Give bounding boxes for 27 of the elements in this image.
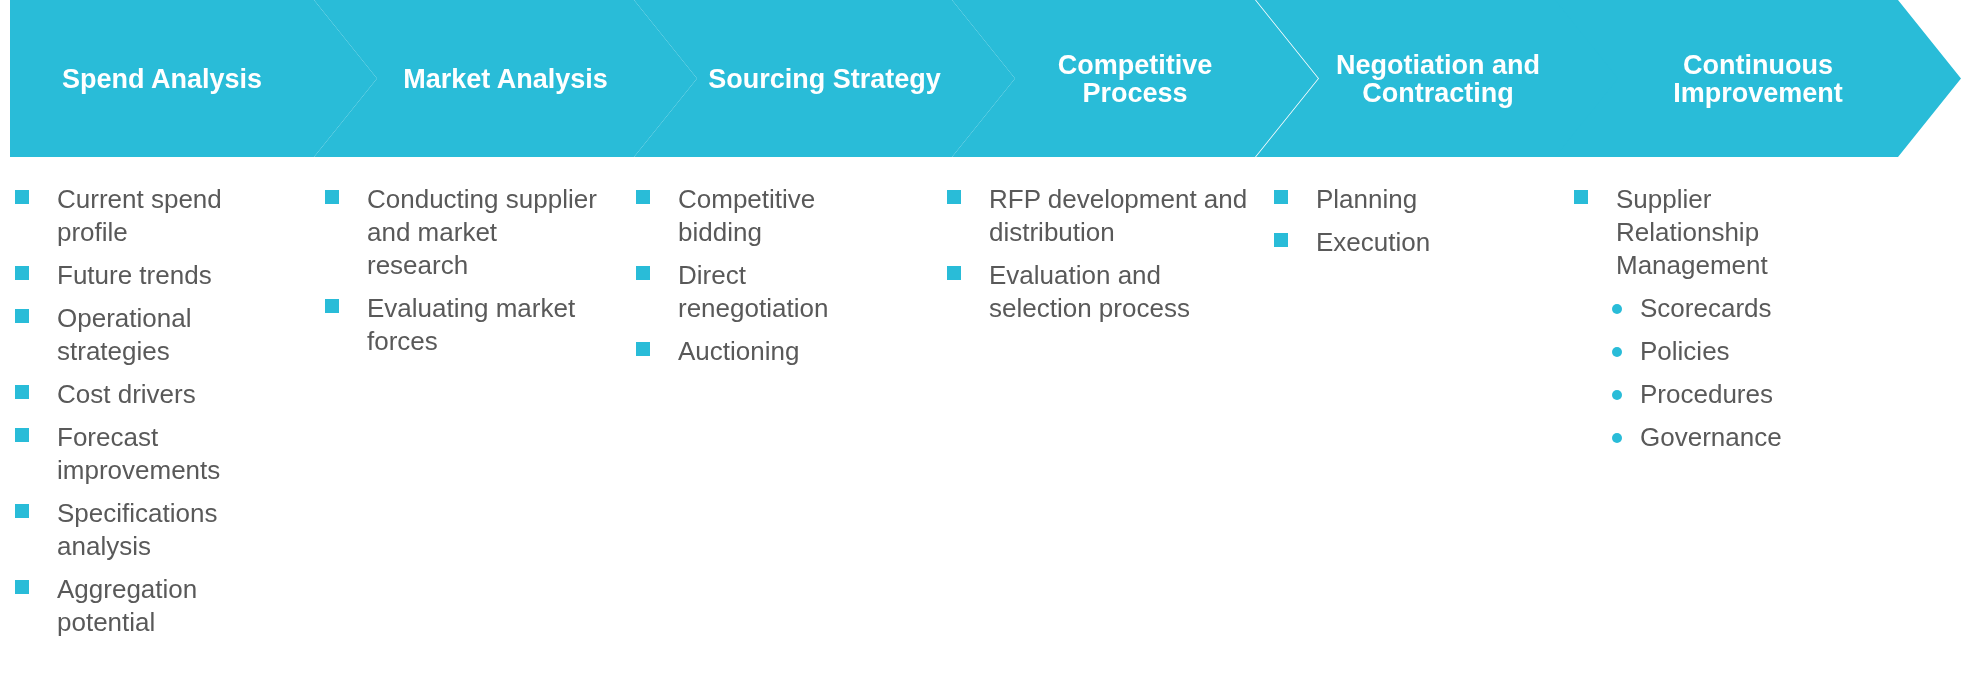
bullet-text: Supplier Relationship Management [1616,183,1769,282]
step-title: Negotiation and Contracting [1335,50,1541,107]
bullet-text: RFP development and distribution [989,183,1249,249]
bullet-text: Current spend profile [57,183,223,249]
bullet-text: Aggregation potential [57,573,199,639]
bullet-text: Conducting supplier and market research [367,183,598,282]
bullet-text: Direct renegotiation [678,259,830,325]
bullet-text: Execution [1316,226,1432,259]
step-title: Market Analysis [403,64,608,93]
step-title: Competitive Process [1056,50,1214,107]
bullet-text: Procedures [1640,378,1774,411]
bullet-text: Cost drivers [57,378,197,411]
step-title: Spend Analysis [61,64,263,93]
bullet-text: Planning [1316,183,1419,216]
bullet-text: Policies [1640,335,1731,368]
bullet-text: Forecast improvements [57,421,222,487]
bullet-text: Future trends [57,259,213,292]
bullet-text: Governance [1640,421,1783,454]
bullet-text: Operational strategies [57,302,193,368]
bullet-text: Evaluation and selection process [989,259,1191,325]
bullet-text: Scorecards [1640,292,1773,325]
step-title: Sourcing Strategy [708,64,941,93]
bullet-text: Specifications analysis [57,497,219,563]
bullet-text: Auctioning [678,335,801,368]
bullet-text: Evaluating market forces [367,292,577,358]
step-title: Continuous Improvement [1672,50,1844,107]
bullet-text: Competitive bidding [678,183,817,249]
